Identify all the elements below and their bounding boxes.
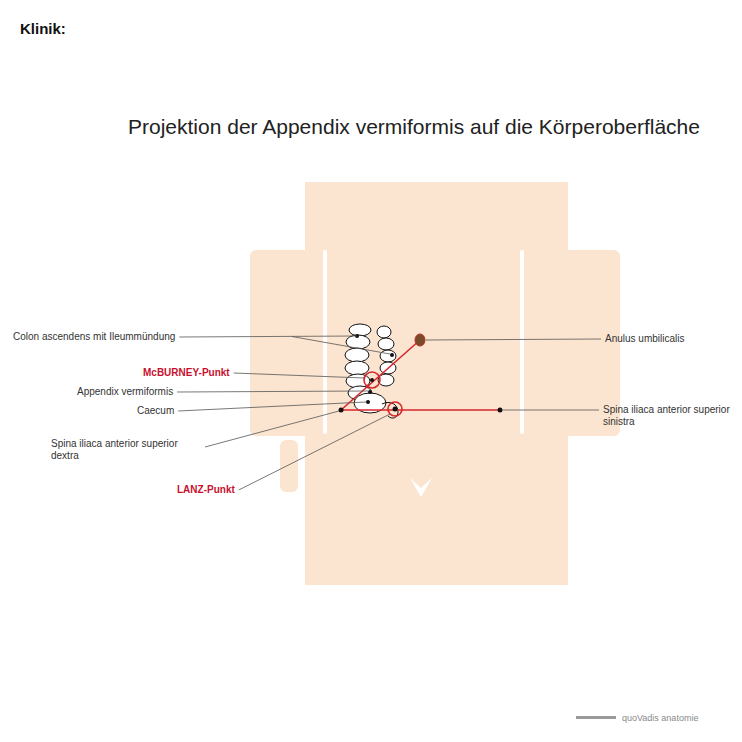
point-dots — [339, 334, 503, 413]
arm-gap — [325, 252, 522, 432]
leader-line — [234, 373, 364, 378]
body-silhouette — [250, 182, 620, 585]
part-label: Appendix vermiformis — [77, 386, 173, 398]
crotch-notch — [410, 478, 432, 497]
section-heading: Klinik: — [20, 20, 66, 38]
part-label: Spina iliaca anterior superior dextra — [51, 438, 201, 462]
red-lines — [341, 340, 500, 416]
leader-line — [205, 411, 339, 447]
watermark: quoVadis anatomie — [622, 712, 698, 724]
leader-line — [426, 339, 601, 340]
part-label: Caecum — [137, 405, 174, 417]
part-label: Colon ascendens mit Ileummündung — [13, 331, 175, 343]
leader-line — [292, 337, 390, 355]
leader-line — [179, 336, 357, 337]
part-label: Anulus umbilicalis — [605, 333, 684, 345]
leader-line — [239, 414, 390, 490]
leader-line — [177, 391, 368, 392]
diagram-title: Projektion der Appendix vermiformis auf … — [128, 114, 700, 140]
point-label: McBURNEY-Punkt — [143, 367, 230, 379]
leader-line — [503, 410, 599, 411]
point-label: LANZ-Punkt — [177, 484, 235, 496]
umbilicus-dot — [415, 334, 425, 346]
leader-line — [178, 402, 366, 411]
watermark-bar — [576, 716, 616, 719]
part-label: Spina iliaca anterior superior sinistra — [603, 404, 737, 428]
